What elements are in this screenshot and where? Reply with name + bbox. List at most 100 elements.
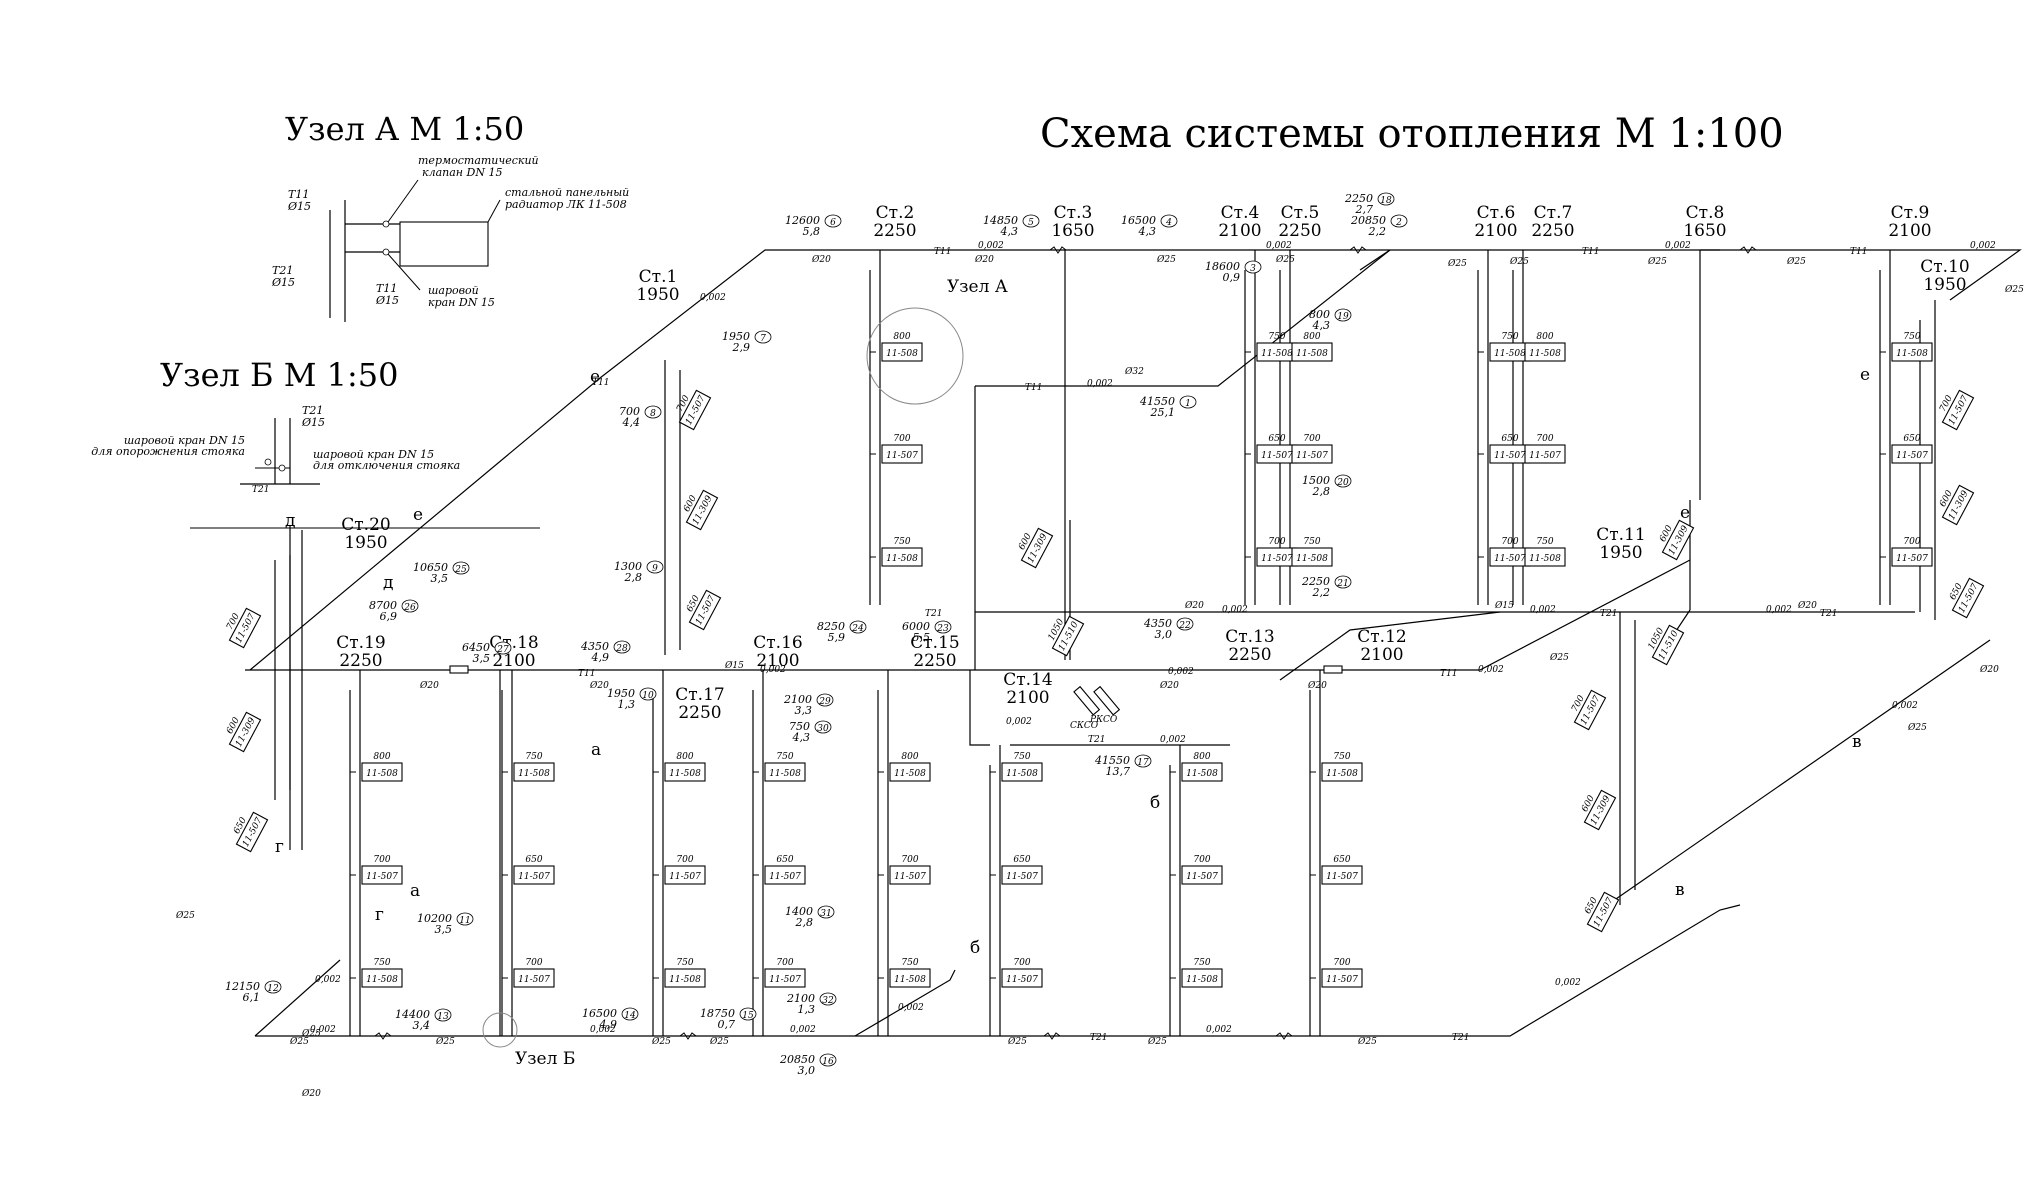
letter-label: е xyxy=(413,505,423,525)
letter-label: е xyxy=(590,367,600,387)
segment-number: 4 xyxy=(1165,218,1172,228)
segment-number-circle xyxy=(434,1008,452,1022)
segment-length: 20850 xyxy=(1350,214,1386,227)
segment-length: 18750 xyxy=(700,1007,735,1020)
radiator-type-label: 11-508 xyxy=(1296,349,1328,359)
pipe-path xyxy=(969,670,990,746)
segment-number-circle xyxy=(754,330,772,344)
segment-load: 4,4 xyxy=(622,416,641,429)
radiator-power-label: 650 xyxy=(525,855,542,865)
return-label: Т21 xyxy=(1090,1033,1107,1043)
segment-number-circle xyxy=(1176,617,1194,631)
slope-label: 0,002 xyxy=(1206,1025,1232,1035)
segment-length: 1500 xyxy=(1302,474,1330,487)
radiator-11-507 xyxy=(513,865,555,885)
node-a-label: радиатор ЛК 11-508 xyxy=(505,198,627,211)
radiator-11-508 xyxy=(881,547,923,567)
diameter-label: Ø25 xyxy=(301,1028,321,1039)
radiator-11-507 xyxy=(513,968,555,988)
pipe-path xyxy=(249,377,601,671)
diameter-label: Ø25 xyxy=(1647,256,1667,267)
diameter-label: Ø25 xyxy=(2004,284,2024,295)
pipe-segment xyxy=(387,253,421,291)
pipe-segment xyxy=(487,199,501,223)
riser-name: Ст.20 xyxy=(341,515,390,535)
radiator-11-508 xyxy=(889,762,931,782)
segment-number: 27 xyxy=(496,645,509,655)
supply-label: Т11 xyxy=(1440,669,1457,679)
riser-name: Ст.12 xyxy=(1357,627,1406,647)
radiator-body xyxy=(1051,615,1085,657)
segment-number-circle xyxy=(1179,395,1197,409)
slope-label: 0,002 xyxy=(1892,701,1918,711)
radiator-11-508 xyxy=(1524,547,1566,567)
segment-number: 24 xyxy=(851,624,864,634)
segment-number: 9 xyxy=(652,564,658,574)
segment-number-circle xyxy=(849,620,867,634)
radiator-11-507 xyxy=(764,865,806,885)
radiator-type-label: 11-508 xyxy=(1326,769,1358,779)
segment-load: 3,5 xyxy=(435,923,453,936)
radiator-type-label: 11-508 xyxy=(886,554,918,564)
radiator-type-label: 11-508 xyxy=(1006,769,1038,779)
segment-number: 10 xyxy=(642,691,654,701)
radiator-type-label: 11-508 xyxy=(1494,349,1526,359)
radiator-power-label: 800 xyxy=(676,752,693,762)
radiator-11-507 xyxy=(1321,968,1363,988)
diameter-label: Ø25 xyxy=(1907,722,1927,733)
radiator-power-label: 750 xyxy=(776,752,793,762)
supply-label: Т11 xyxy=(934,247,951,257)
diameter-label: Ø20 xyxy=(1307,680,1327,691)
letter-label: б xyxy=(970,938,980,958)
segment-load: 2,7 xyxy=(1355,203,1374,216)
balance-valve-icon xyxy=(1323,665,1343,674)
diameter-label: Ø25 xyxy=(1786,256,1806,267)
riser-name: Ст.9 xyxy=(1891,203,1930,223)
supply-label: Т11 xyxy=(592,378,609,388)
segment-load: 4,9 xyxy=(599,1018,618,1031)
radiator-11-508 xyxy=(664,762,706,782)
segment-number-circle xyxy=(1377,192,1395,206)
radiator-power-label: 750 xyxy=(901,958,918,968)
letter-label: в xyxy=(1675,880,1685,900)
segment-number-circle xyxy=(1334,474,1352,488)
radiator-type-label: 11-508 xyxy=(518,769,550,779)
slope-label: 0,002 xyxy=(310,1025,336,1035)
segment-length: 8250 xyxy=(817,620,845,633)
radiator-body xyxy=(1651,624,1685,666)
slope-label: 0,002 xyxy=(1266,241,1292,251)
segment-number: 3 xyxy=(1250,264,1256,274)
riser-value: 1650 xyxy=(1683,221,1726,241)
segment-length: 8700 xyxy=(369,599,397,612)
diameter-label: Ø25 xyxy=(1357,1036,1377,1047)
letter-label: г xyxy=(375,905,384,925)
segment-number-circle xyxy=(824,214,842,228)
node-a-label: Ø15 xyxy=(375,294,399,307)
radiator-11-508 xyxy=(881,342,923,362)
slope-label: 0,002 xyxy=(1168,667,1194,677)
radiator-type-label: 11-507 xyxy=(1006,872,1038,882)
diameter-label: Ø20 xyxy=(1159,680,1179,691)
rkso-valve-icon xyxy=(1093,685,1121,716)
segment-length: 10200 xyxy=(417,912,452,925)
radiator-type-label: 11-508 xyxy=(366,769,398,779)
riser-value: 2100 xyxy=(1006,688,1049,708)
radiator-power-label: 700 xyxy=(1333,958,1350,968)
segment-load: 25,1 xyxy=(1150,406,1176,419)
radiator-11-508 xyxy=(1524,342,1566,362)
radiator-11-508 xyxy=(361,968,403,988)
segment-load: 4,3 xyxy=(1000,225,1019,238)
segment-load: 2,8 xyxy=(795,916,814,929)
node-a-label: Ø15 xyxy=(271,276,295,289)
segment-number: 15 xyxy=(742,1011,754,1021)
slope-label: 0,002 xyxy=(1087,379,1113,389)
riser-value: 2250 xyxy=(339,651,382,671)
radiator-power-label: 700 xyxy=(525,958,542,968)
radiator-type-label: 11-507 xyxy=(1261,451,1293,461)
segment-load: 2,8 xyxy=(624,571,643,584)
return-label: Т21 xyxy=(925,609,942,619)
